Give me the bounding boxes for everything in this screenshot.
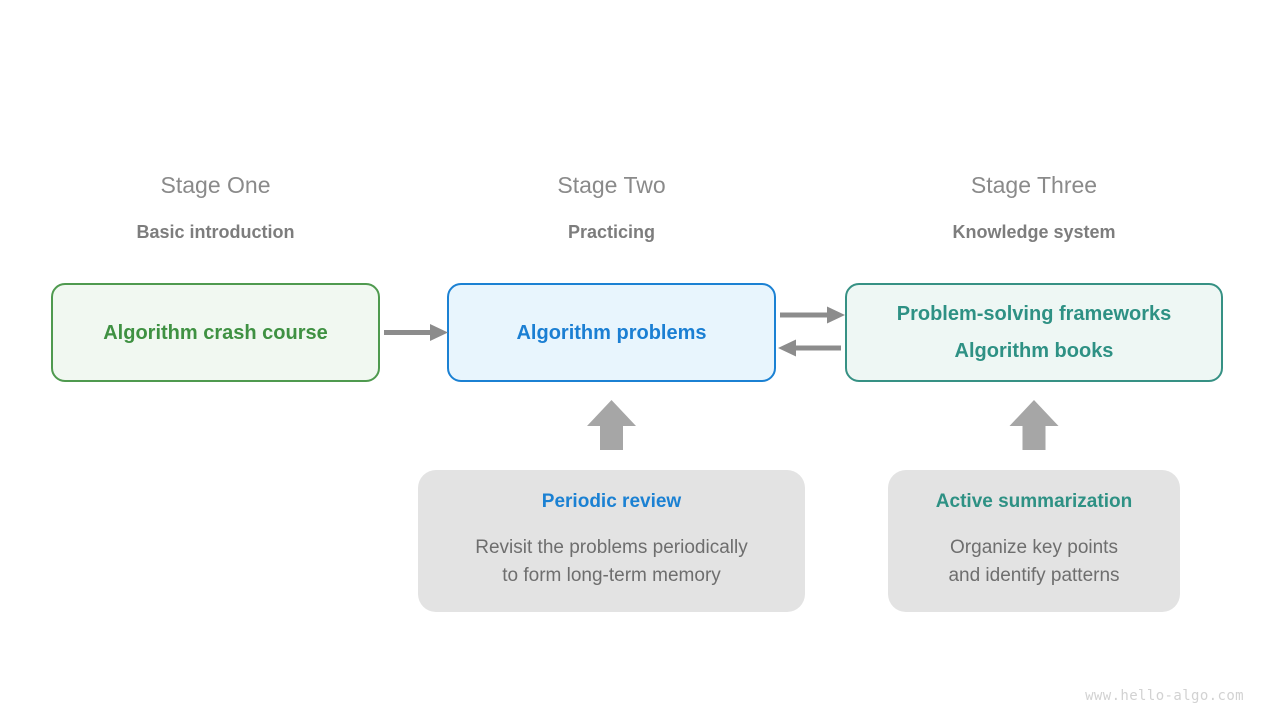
stage-column-one: Stage One Basic introduction: [51, 172, 380, 243]
node-label-line: Problem-solving frameworks: [896, 303, 1172, 325]
panel-title: Periodic review: [541, 491, 682, 513]
arrow-crash-course-to-problems: [384, 324, 448, 341]
node-label-line: Algorithm books: [954, 340, 1114, 362]
panel-active-summarization[interactable]: Active summarization Organize key points…: [888, 470, 1180, 612]
stage-two-title: Stage Two: [557, 172, 666, 198]
node-frameworks-books[interactable]: Problem-solving frameworks Algorithm boo…: [845, 283, 1223, 382]
node-label-line: Algorithm problems: [516, 321, 707, 344]
arrow-frameworks-to-problems: [778, 339, 841, 357]
watermark: www.hello-algo.com: [1085, 688, 1244, 704]
stage-column-two: Stage Two Practicing: [447, 172, 776, 243]
arrow-review-to-problems: [587, 400, 636, 450]
stage-two-subtitle: Practicing: [567, 221, 656, 242]
stage-three-title: Stage Three: [970, 172, 1098, 198]
panel-periodic-review[interactable]: Periodic review Revisit the problems per…: [418, 470, 805, 612]
panel-title: Active summarization: [935, 491, 1133, 513]
node-algorithm-problems[interactable]: Algorithm problems: [447, 283, 776, 382]
stage-column-three: Stage Three Knowledge system: [845, 172, 1223, 243]
panel-body: Revisit the problems periodically to for…: [475, 537, 748, 586]
arrow-summarization-to-frameworks: [1009, 400, 1059, 450]
stage-one-subtitle: Basic introduction: [136, 221, 295, 242]
stage-three-subtitle: Knowledge system: [952, 221, 1116, 242]
panel-body: Organize key points and identify pattern…: [948, 537, 1120, 586]
node-label-line: Algorithm crash course: [103, 321, 328, 344]
arrow-problems-to-frameworks: [780, 306, 845, 324]
stage-one-title: Stage One: [160, 172, 271, 198]
node-algorithm-crash-course[interactable]: Algorithm crash course: [51, 283, 380, 382]
